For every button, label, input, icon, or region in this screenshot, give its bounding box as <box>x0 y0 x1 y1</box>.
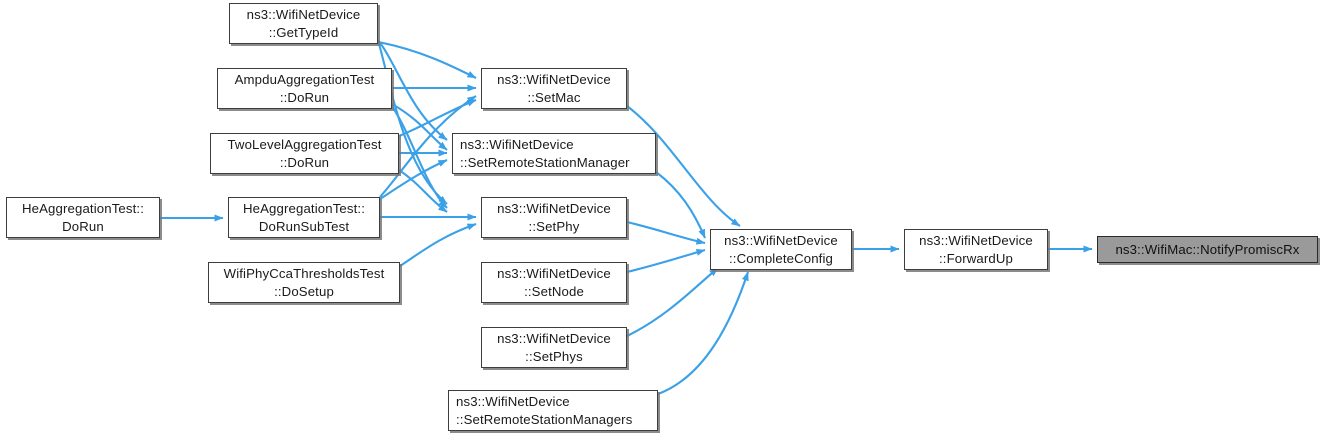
graph-node-label-line: DoRun <box>62 218 104 234</box>
call-edge-setrsm-to-completeconfig <box>655 171 706 239</box>
graph-node-label-line: ::SetNode <box>524 283 584 299</box>
call-edge-gettypeid-to-setmac <box>377 40 477 79</box>
graph-node-label-line: HeAggregationTest:: <box>243 201 365 217</box>
graph-node-label-line: ::SetRemoteStationManager <box>460 154 630 170</box>
graph-node-label-line: ::SetPhy <box>528 218 580 234</box>
graph-node-label-line: ns3::WifiNetDevice <box>246 7 361 23</box>
call-edge-setmac-to-completeconfig <box>626 105 741 227</box>
graph-node-label-line: ns3::WifiNetDevice <box>919 233 1033 249</box>
graph-node-label-line: ::SetPhys <box>525 348 583 364</box>
graph-node-label-line: DoRunSubTest <box>258 218 350 234</box>
graph-node-label-line: ns3::WifiNetDevice <box>497 201 611 217</box>
graph-node-completeconfig[interactable]: ns3::WifiNetDevice::CompleteConfig <box>710 229 852 270</box>
graph-node-setphys[interactable]: ns3::WifiNetDevice::SetPhys <box>481 327 627 368</box>
graph-node-setphy[interactable]: ns3::WifiNetDevice::SetPhy <box>481 197 627 238</box>
graph-node-setrsm[interactable]: ns3::WifiNetDevice::SetRemoteStationMana… <box>452 133 656 174</box>
graph-node-setmac[interactable]: ns3::WifiNetDevice::SetMac <box>481 68 627 109</box>
graph-node-label-line: ns3::WifiNetDevice <box>724 233 838 249</box>
graph-node-label-line: ::SetMac <box>527 89 581 105</box>
graph-node-label-line: ::CompleteConfig <box>729 250 833 266</box>
graph-node-setnode[interactable]: ns3::WifiNetDevice::SetNode <box>481 262 627 303</box>
graph-node-notifypromiscrx[interactable]: ns3::WifiMac::NotifyPromiscRx <box>1097 236 1318 263</box>
call-edge-hesubtest-to-setmac <box>379 95 477 198</box>
graph-node-label-line: ns3::WifiNetDevice <box>497 331 611 347</box>
graph-node-hesubtest[interactable]: HeAggregationTest::DoRunSubTest <box>228 197 380 238</box>
graph-node-label-line: ns3::WifiNetDevice <box>497 72 611 88</box>
call-edge-twolevel-to-setphy <box>398 169 448 213</box>
graph-node-setrsms[interactable]: ns3::WifiNetDevice::SetRemoteStationMana… <box>448 390 658 431</box>
call-edge-setphy-to-completeconfig <box>626 220 706 245</box>
edges-group <box>160 39 1093 395</box>
graph-node-label-line: ::DoRun <box>279 154 330 170</box>
graph-node-hedorun[interactable]: HeAggregationTest::DoRun <box>6 197 160 238</box>
graph-node-twolevel[interactable]: TwoLevelAggregationTest::DoRun <box>210 133 399 174</box>
graph-node-label-line: ns3::WifiMac::NotifyPromiscRx <box>1115 241 1300 257</box>
graph-node-label-line: AmpduAggregationTest <box>234 72 375 88</box>
graph-node-label-line: HeAggregationTest:: <box>22 201 144 217</box>
graph-node-label-line: ns3::WifiNetDevice <box>456 394 570 410</box>
graph-node-label-line: ::DoRun <box>279 89 330 105</box>
call-edge-setphys-to-completeconfig <box>626 267 719 337</box>
call-edge-setnode-to-completeconfig <box>626 248 706 274</box>
graph-node-label-line: ns3::WifiNetDevice <box>460 137 574 153</box>
graph-node-gettypeid[interactable]: ns3::WifiNetDevice::GetTypeId <box>229 3 378 44</box>
graph-node-label-line: ::ForwardUp <box>938 250 1013 266</box>
graph-node-label-line: ::SetRemoteStationManagers <box>456 411 633 427</box>
call-edge-hesubtest-to-setrsm <box>379 159 448 200</box>
graph-node-label-line: WifiPhyCcaThresholdsTest <box>223 266 385 282</box>
graph-node-label-line: TwoLevelAggregationTest <box>227 137 382 153</box>
call-edge-ampdu-to-setphy <box>391 105 448 209</box>
graph-node-label-line: ns3::WifiNetDevice <box>497 266 611 282</box>
graph-node-ampdu[interactable]: AmpduAggregationTest::DoRun <box>217 68 392 109</box>
call-edge-setrsms-to-completeconfig <box>657 271 749 395</box>
graph-node-label-line: ::DoSetup <box>274 283 334 299</box>
call-edge-ccathresh-to-setphy <box>399 223 477 267</box>
graph-node-label-line: ::GetTypeId <box>268 24 339 40</box>
graph-node-ccathresh[interactable]: WifiPhyCcaThresholdsTest::DoSetup <box>208 262 400 303</box>
graph-node-forwardup[interactable]: ns3::WifiNetDevice::ForwardUp <box>904 229 1048 270</box>
call-edge-ampdu-to-setrsm <box>391 103 448 151</box>
